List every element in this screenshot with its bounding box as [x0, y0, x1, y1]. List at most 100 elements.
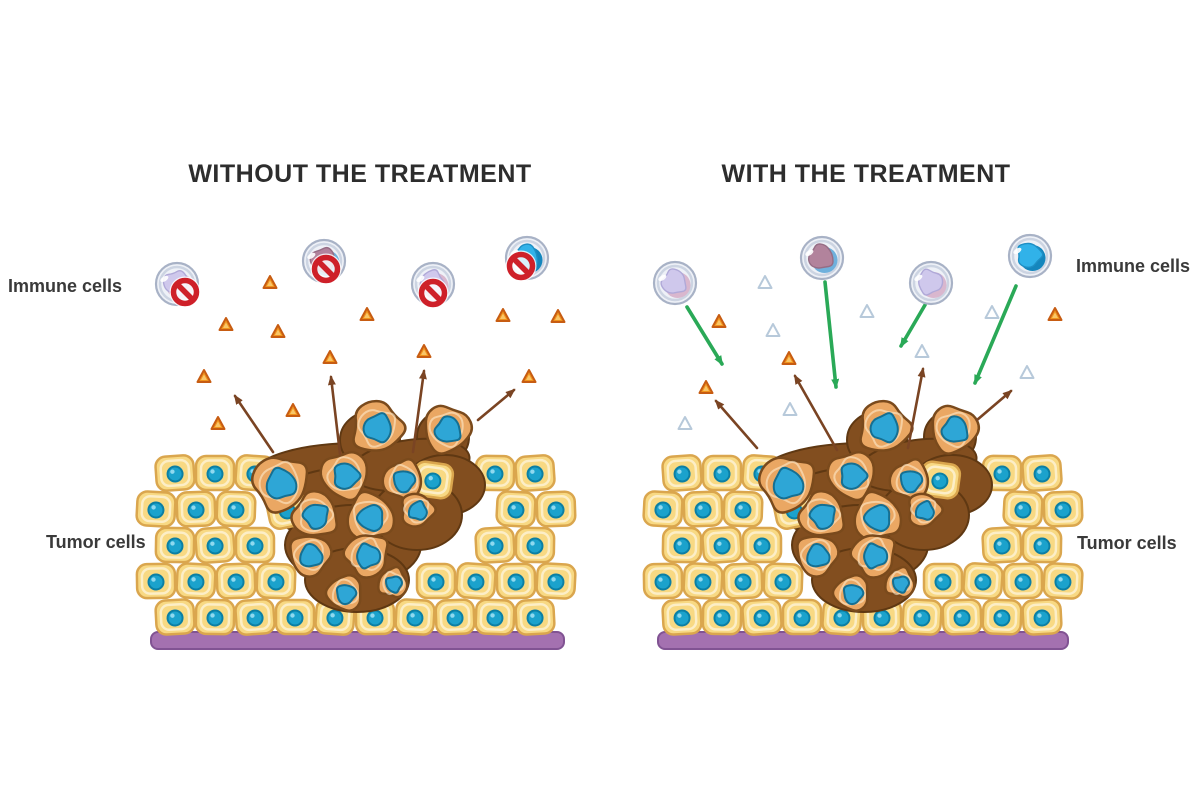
tissue-cell	[741, 598, 783, 636]
cell-nucleus	[147, 501, 165, 519]
cell-nucleus	[913, 609, 931, 627]
cell-nucleus	[424, 472, 442, 490]
cell-nucleus	[793, 609, 811, 627]
cell-nucleus	[934, 573, 952, 591]
tissue-cell	[415, 562, 457, 600]
cell-nucleus	[187, 573, 205, 591]
cell-nucleus	[1033, 465, 1051, 483]
antigen-triangle	[416, 344, 432, 358]
cell-nucleus	[206, 609, 224, 627]
antigen-triangle-faded	[765, 323, 781, 337]
tissue-cell	[962, 562, 1004, 600]
cell-nucleus	[774, 573, 792, 591]
tissue-cell	[981, 598, 1023, 636]
tumor-cell	[931, 404, 981, 455]
cell-nucleus	[406, 609, 424, 627]
tumor-cell	[290, 489, 338, 537]
antigen-triangle	[521, 369, 537, 383]
tissue-cell	[234, 598, 276, 636]
antigen-triangle	[322, 350, 338, 364]
cell-nucleus	[446, 609, 464, 627]
immune-cell-lavender	[652, 260, 698, 306]
tumor-mass	[757, 399, 993, 613]
tumor-nucleus	[265, 466, 298, 500]
tissue-cell	[535, 562, 577, 600]
cell-nucleus	[526, 537, 544, 555]
immune-cells-label-left: Immune cells	[8, 276, 123, 296]
tumor-nucleus	[362, 412, 392, 444]
cell-nucleus	[873, 609, 891, 627]
tissue-cell	[194, 598, 236, 636]
tissue-cell	[701, 598, 743, 636]
immune-cell-pink	[799, 235, 845, 281]
tissue-cell	[255, 562, 297, 600]
tissue-cell	[981, 526, 1023, 564]
tissue-cell	[474, 526, 516, 564]
tissue-block-without-treatment	[135, 454, 577, 650]
tissue-cell	[495, 490, 537, 528]
tissue-cell	[941, 598, 983, 636]
immune-nucleus	[807, 243, 834, 269]
tissue-cell	[194, 526, 236, 564]
cell-nucleus	[206, 465, 224, 483]
cell-nucleus	[486, 537, 504, 555]
panel-title-without-treatment: WITHOUT THE TREATMENT	[188, 160, 532, 188]
tissue-cell	[642, 562, 684, 600]
tissue-cell	[918, 460, 962, 500]
basement-membrane	[150, 631, 565, 650]
tissue-cell	[215, 490, 257, 528]
cell-nucleus	[526, 465, 544, 483]
cell-nucleus	[467, 573, 485, 591]
immune-cell-blue	[1007, 233, 1053, 279]
cell-nucleus	[427, 573, 445, 591]
cell-nucleus	[993, 465, 1011, 483]
cell-nucleus	[654, 573, 672, 591]
tissue-cell	[154, 598, 196, 636]
cell-nucleus	[166, 537, 184, 555]
tissue-cell	[722, 490, 764, 528]
cell-nucleus	[246, 537, 264, 555]
cell-nucleus	[1054, 573, 1072, 591]
tissue-cell	[274, 598, 316, 636]
cell-nucleus	[833, 609, 851, 627]
antigen-triangle	[550, 309, 566, 323]
tissue-cell	[762, 562, 804, 600]
cell-nucleus	[753, 609, 771, 627]
cell-nucleus	[753, 537, 771, 555]
tissue-block-with-treatment	[642, 454, 1084, 650]
tumor-cell	[853, 490, 903, 541]
tumor-nucleus	[333, 462, 362, 490]
tissue-cell	[922, 562, 964, 600]
tumor-cell	[796, 535, 840, 578]
tissue-cell	[455, 562, 497, 600]
cell-nucleus	[974, 573, 992, 591]
immune-attack-arrow	[823, 280, 840, 389]
cell-nucleus	[713, 465, 731, 483]
cell-nucleus	[993, 609, 1011, 627]
no-entry-icon	[310, 253, 342, 285]
antigen-triangle-faded	[757, 275, 773, 289]
tumor-cell	[346, 490, 396, 541]
tissue-cell	[661, 526, 703, 564]
antigen-triangle	[359, 307, 375, 321]
tumor-nucleus	[772, 466, 805, 500]
cell-nucleus	[507, 501, 525, 519]
tumor-cell	[289, 535, 333, 578]
cell-nucleus	[486, 609, 504, 627]
cell-nucleus	[734, 501, 752, 519]
immune-nucleus	[918, 268, 944, 296]
antigen-triangle	[262, 275, 278, 289]
cell-nucleus	[547, 573, 565, 591]
tumor-signal-arrow	[233, 394, 275, 454]
tumor-cell	[401, 492, 437, 528]
tissue-cell	[682, 562, 724, 600]
tumor-nucleus	[806, 543, 831, 568]
tissue-cell	[234, 526, 276, 564]
antigen-triangle-faded	[859, 304, 875, 318]
tumor-nucleus	[899, 470, 924, 494]
panel-title-with-treatment: WITH THE TREATMENT	[721, 160, 1011, 188]
cell-nucleus	[507, 573, 525, 591]
cell-nucleus	[694, 501, 712, 519]
no-entry-icon	[505, 250, 537, 282]
